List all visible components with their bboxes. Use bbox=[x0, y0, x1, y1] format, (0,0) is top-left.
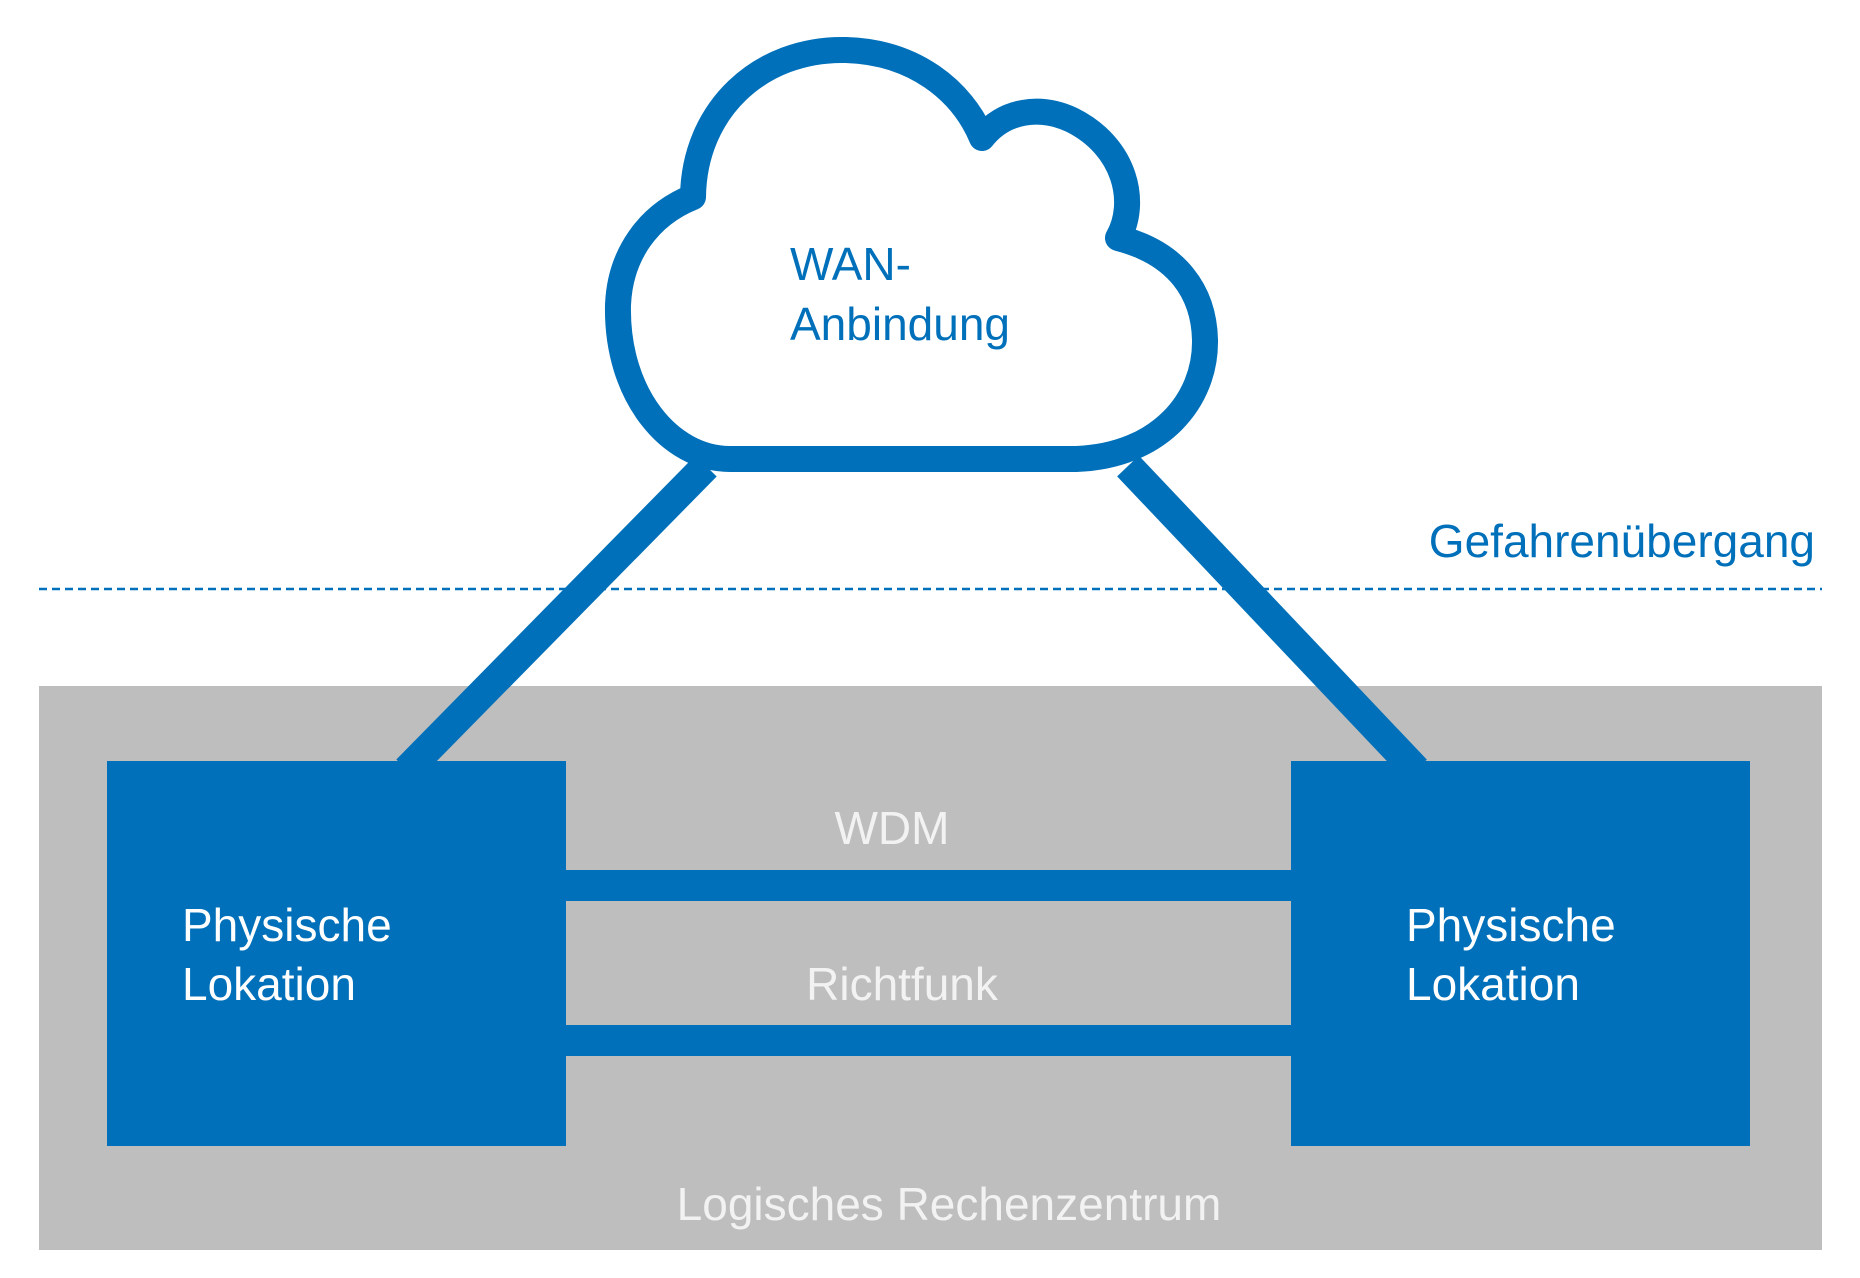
logical-datacenter-label: Logisches Rechenzentrum bbox=[677, 1178, 1222, 1230]
location-right-label-line1: Physische bbox=[1406, 899, 1616, 951]
physical-location-left: Physische Lokation bbox=[107, 761, 566, 1146]
location-box-right bbox=[1291, 761, 1750, 1146]
location-left-label-line2: Lokation bbox=[182, 958, 356, 1010]
location-left-label-line1: Physische bbox=[182, 899, 392, 951]
uplink-left-line bbox=[396, 455, 717, 781]
radio-link-bar bbox=[566, 1025, 1291, 1056]
cloud-icon bbox=[604, 36, 1219, 472]
physical-location-right: Physische Lokation bbox=[1291, 761, 1750, 1146]
radio-link-label: Richtfunk bbox=[806, 958, 999, 1010]
uplink-right-line bbox=[1117, 455, 1427, 781]
location-right-label-line2: Lokation bbox=[1406, 958, 1580, 1010]
cloud-label-line1: WAN- bbox=[790, 238, 911, 290]
risk-transfer-label: Gefahrenübergang bbox=[1429, 515, 1815, 567]
wdm-link-bar bbox=[566, 870, 1291, 901]
wan-cloud: WAN- Anbindung bbox=[604, 36, 1219, 472]
location-box-left bbox=[107, 761, 566, 1146]
cloud-label-line2: Anbindung bbox=[790, 298, 1010, 350]
wdm-link-label: WDM bbox=[835, 802, 950, 854]
